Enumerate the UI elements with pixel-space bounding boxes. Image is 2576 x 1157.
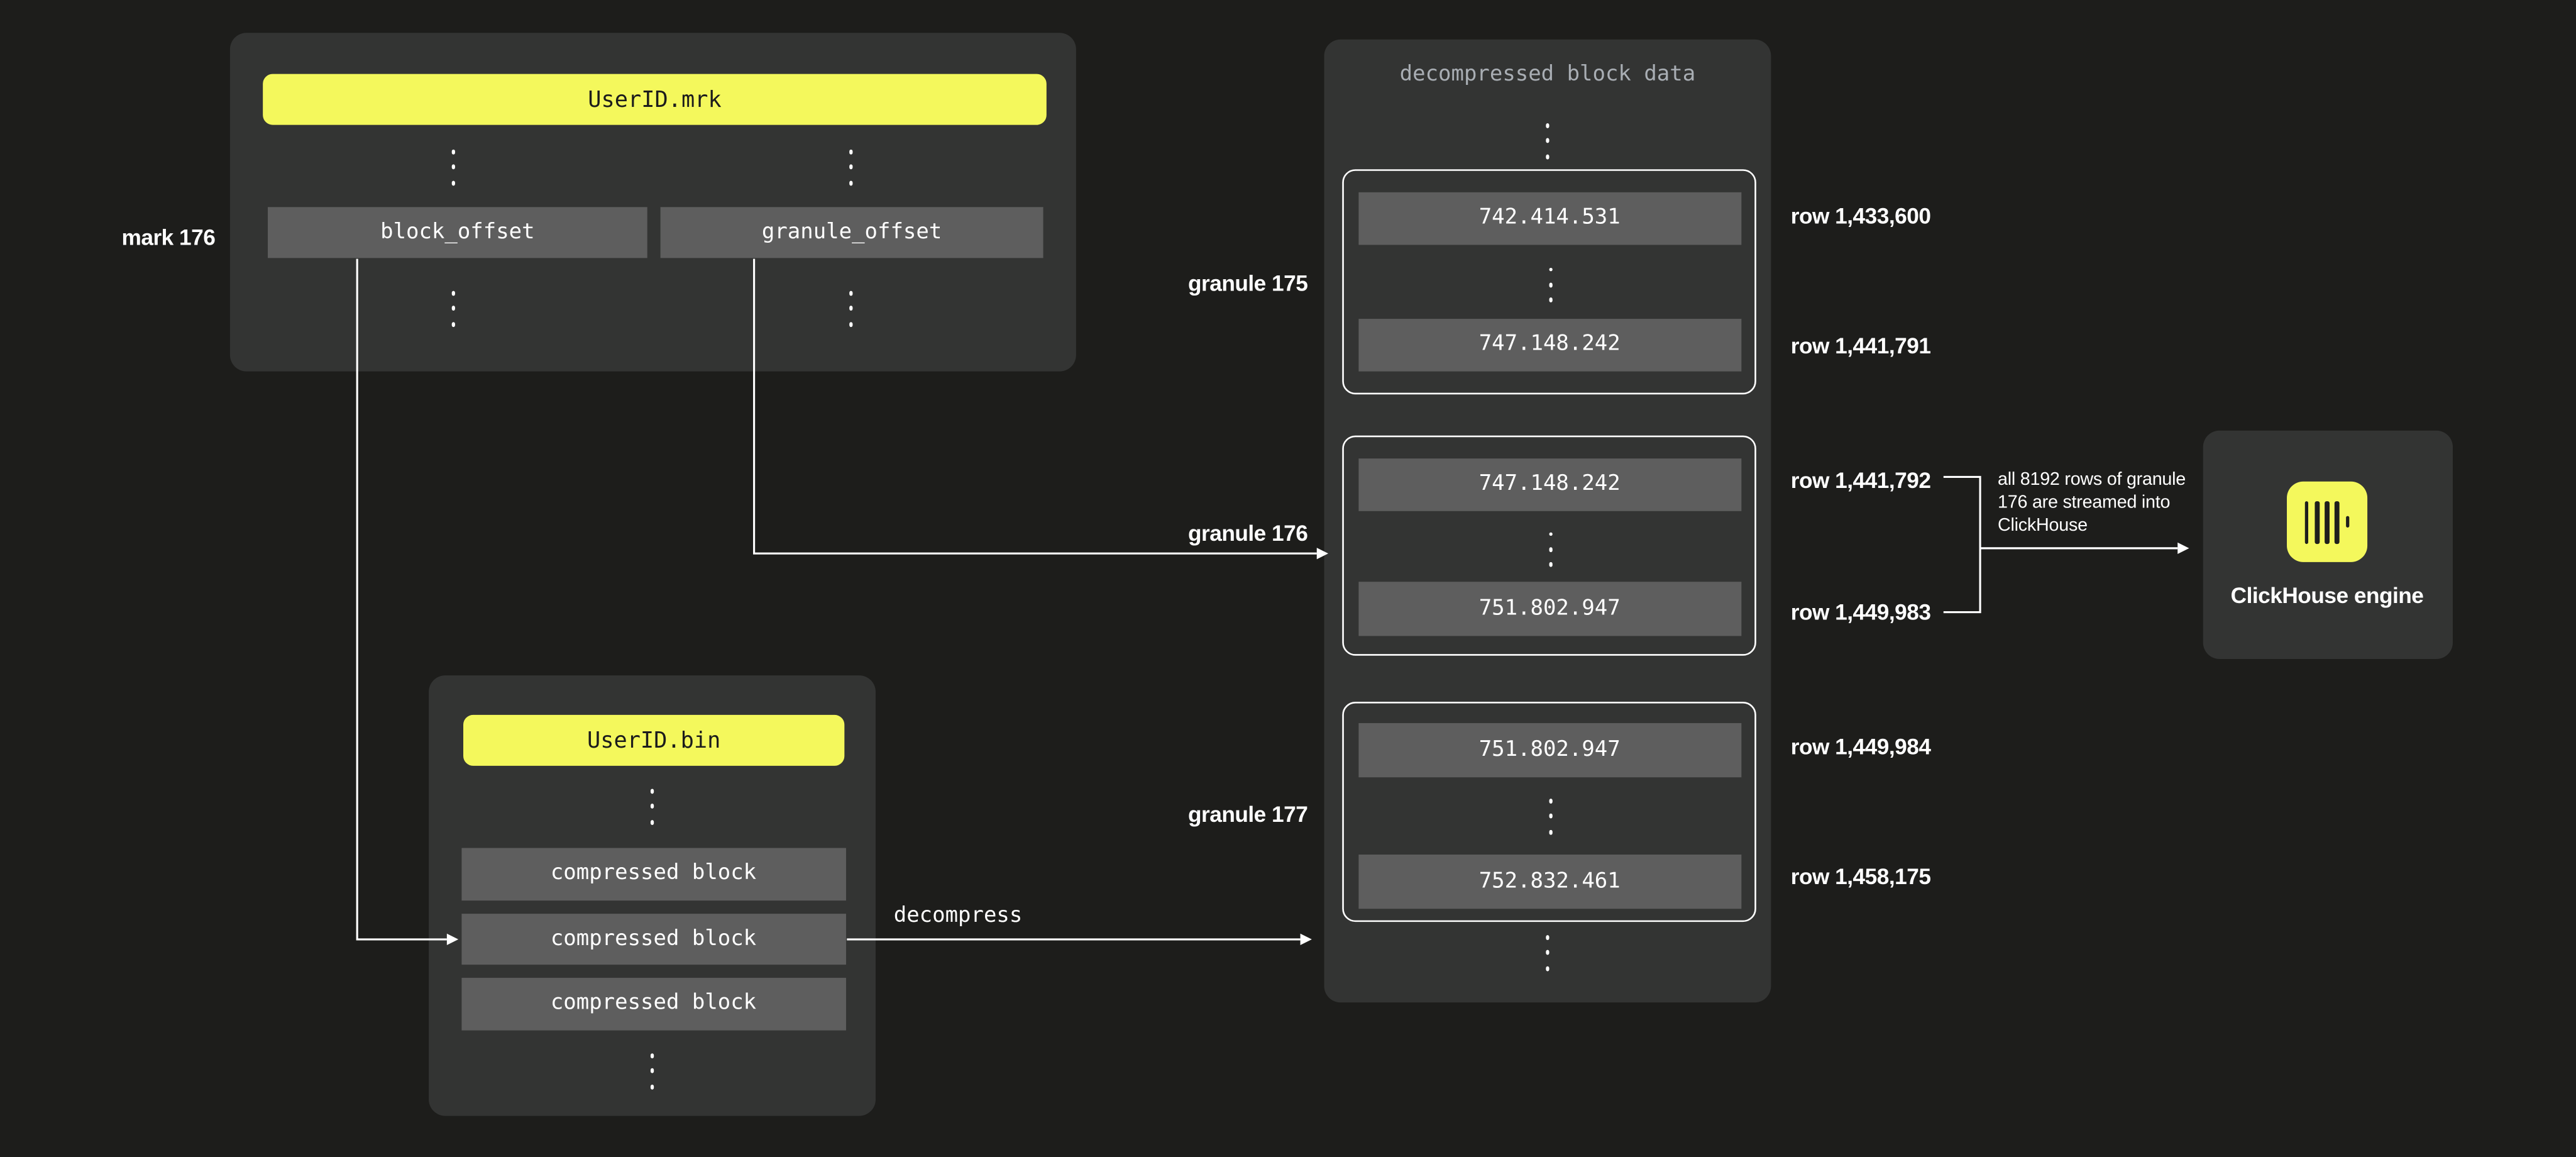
vertical-ellipsis-icon — [1534, 935, 1561, 971]
annotation-line: all 8192 rows of granule — [1998, 469, 2186, 489]
arrowhead — [1300, 933, 1312, 946]
value-text: 742.414.531 — [1478, 206, 1621, 231]
row-label-1458175: row 1,458,175 — [1790, 863, 1931, 889]
vertical-ellipsis-icon — [838, 291, 864, 327]
granule-177-label: granule 177 — [1187, 801, 1308, 826]
annotation-line: 176 are streamed into — [1998, 492, 2171, 512]
arrowhead — [2177, 542, 2189, 555]
row-label-1441791: row 1,441,791 — [1790, 333, 1931, 358]
compressed-block-1: compressed block — [461, 848, 846, 900]
granule-offset-field: granule_offset — [660, 207, 1043, 258]
compressed-block-label: compressed block — [550, 926, 757, 951]
vertical-ellipsis-icon — [1538, 267, 1564, 303]
block-offset-label: block_offset — [380, 220, 535, 245]
compressed-block-label: compressed block — [550, 861, 757, 887]
bracket-granule-176-rows — [1943, 475, 1981, 614]
granule-176-last-value: 751.802.947 — [1358, 582, 1742, 636]
streaming-annotation: all 8192 rows of granule 176 are streame… — [1998, 468, 2218, 537]
clickhouse-engine-label: ClickHouse engine — [2230, 582, 2424, 607]
value-text: 751.802.947 — [1478, 596, 1621, 621]
userid-mrk-header: UserID.mrk — [263, 74, 1047, 125]
row-label-1449984: row 1,449,984 — [1790, 734, 1931, 760]
decompressed-block-data-panel: decompressed block data 742.414.531 747.… — [1324, 39, 1771, 1003]
vertical-ellipsis-icon — [1538, 799, 1564, 834]
decompress-label: decompress — [893, 904, 1023, 929]
vertical-ellipsis-icon — [1534, 123, 1561, 159]
mark-176-label: mark 176 — [121, 225, 216, 250]
userid-bin-title: UserID.bin — [586, 727, 721, 754]
compressed-block-3: compressed block — [461, 978, 846, 1030]
granule-177-last-value: 752.832.461 — [1358, 855, 1742, 908]
userid-mrk-title: UserID.mrk — [588, 86, 722, 113]
clickhouse-engine-panel: ClickHouse engine — [2202, 429, 2452, 658]
compressed-block-2: compressed block — [461, 912, 846, 965]
vertical-ellipsis-icon — [1538, 531, 1564, 568]
granule-177-box: 751.802.947 752.832.461 — [1342, 701, 1756, 922]
userid-mrk-panel: UserID.mrk block_offset granule_offset — [229, 33, 1076, 372]
value-text: 752.832.461 — [1478, 868, 1621, 894]
granule-176-first-value: 747.148.242 — [1358, 457, 1742, 511]
row-label-1433600: row 1,433,600 — [1790, 202, 1931, 228]
granule-175-label: granule 175 — [1187, 270, 1308, 296]
value-text: 747.148.242 — [1478, 472, 1621, 497]
value-text: 751.802.947 — [1478, 737, 1621, 763]
granule-175-box: 742.414.531 747.148.242 — [1342, 168, 1756, 394]
block-offset-field: block_offset — [268, 207, 647, 258]
userid-bin-header: UserID.bin — [463, 714, 845, 766]
annotation-line: ClickHouse — [1998, 515, 2088, 535]
vertical-ellipsis-icon — [639, 789, 666, 825]
granule-177-first-value: 751.802.947 — [1358, 722, 1742, 777]
compressed-block-label: compressed block — [550, 991, 757, 1016]
granule-175-last-value: 747.148.242 — [1358, 318, 1742, 372]
granule-176-box: 747.148.242 751.802.947 — [1342, 435, 1756, 655]
granule-175-first-value: 742.414.531 — [1358, 191, 1742, 245]
granule-176-label: granule 176 — [1187, 521, 1308, 546]
vertical-ellipsis-icon — [838, 149, 864, 185]
decompressed-panel-title: decompressed block data — [1399, 62, 1696, 87]
granule-offset-label: granule_offset — [761, 220, 942, 245]
value-text: 747.148.242 — [1478, 332, 1621, 357]
row-label-1441792: row 1,441,792 — [1790, 467, 1931, 492]
userid-bin-panel: UserID.bin compressed block compressed b… — [429, 675, 876, 1116]
row-label-1449983: row 1,449,983 — [1790, 599, 1931, 625]
clickhouse-logo-icon — [2287, 481, 2368, 562]
vertical-ellipsis-icon — [440, 149, 466, 185]
vertical-ellipsis-icon — [639, 1053, 666, 1089]
vertical-ellipsis-icon — [440, 291, 466, 327]
